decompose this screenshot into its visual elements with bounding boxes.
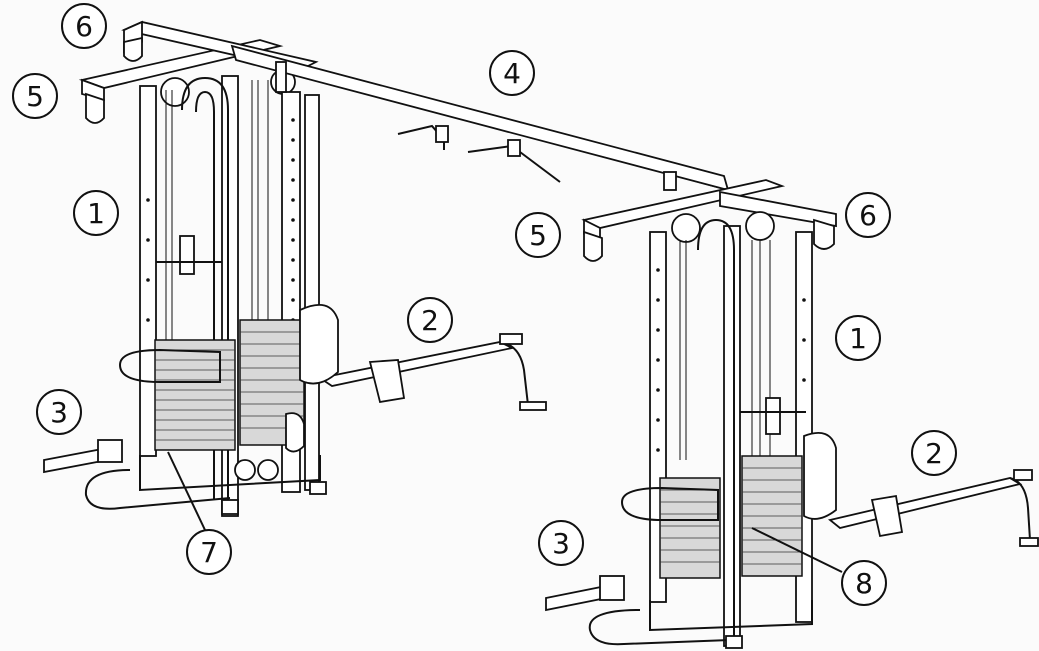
callout-5-right: 5 (515, 212, 561, 258)
callout-7: 7 (186, 529, 232, 575)
callout-2-left: 2 (407, 297, 453, 343)
callout-5-left: 5 (12, 73, 58, 119)
callout-3-right: 3 (538, 520, 584, 566)
svg-text:6: 6 (75, 10, 93, 43)
svg-text:2: 2 (421, 304, 439, 337)
left-hoop-handle (118, 348, 221, 383)
callout-3-left: 3 (36, 389, 82, 435)
callout-6-right: 6 (845, 192, 891, 238)
right-top-pulley (671, 213, 701, 243)
svg-text:1: 1 (849, 322, 867, 355)
left-upright-front (139, 85, 157, 457)
callout-1-left: 1 (73, 190, 119, 236)
left-seat-pad (299, 303, 339, 385)
left-weight-stack (154, 319, 305, 451)
callout-4: 4 (489, 50, 535, 96)
right-side-arm (827, 477, 1023, 529)
svg-text:5: 5 (26, 80, 44, 113)
svg-text:1: 1 (87, 197, 105, 230)
left-station (43, 20, 547, 531)
callout-8-leader (751, 527, 843, 573)
left-curved-arm (181, 76, 229, 500)
svg-text:4: 4 (503, 57, 521, 90)
left-pulley-bracket-5 (85, 92, 105, 124)
right-foot-pad (870, 494, 904, 538)
svg-text:8: 8 (855, 567, 873, 600)
callout-8: 8 (841, 560, 887, 606)
left-base-frame (139, 455, 321, 492)
svg-text:3: 3 (552, 527, 570, 560)
callout-1-right: 1 (835, 315, 881, 361)
svg-text:2: 2 (925, 437, 943, 470)
left-foot-pad (368, 359, 406, 404)
right-seat-pad (803, 432, 837, 520)
svg-text:7: 7 (200, 536, 218, 569)
svg-text:6: 6 (859, 199, 877, 232)
svg-text:3: 3 (50, 396, 68, 429)
right-base-frame (649, 600, 813, 632)
right-adjustment-holes (656, 268, 806, 452)
callout-6-left: 6 (61, 3, 107, 49)
callout-2-right: 2 (911, 430, 957, 476)
right-upright-center (723, 225, 741, 647)
right-curved-arm (697, 218, 735, 640)
right-station (545, 179, 1039, 649)
left-pulley-bracket-6 (123, 36, 143, 62)
left-side-arm (317, 341, 515, 387)
right-hoop-handle (620, 486, 719, 521)
callout-7-leader (167, 451, 206, 531)
right-pulley-bracket-6 (813, 218, 835, 250)
right-rear-beam (719, 190, 837, 228)
right-pulley-bracket-5 (583, 230, 603, 262)
svg-text:5: 5 (529, 219, 547, 252)
